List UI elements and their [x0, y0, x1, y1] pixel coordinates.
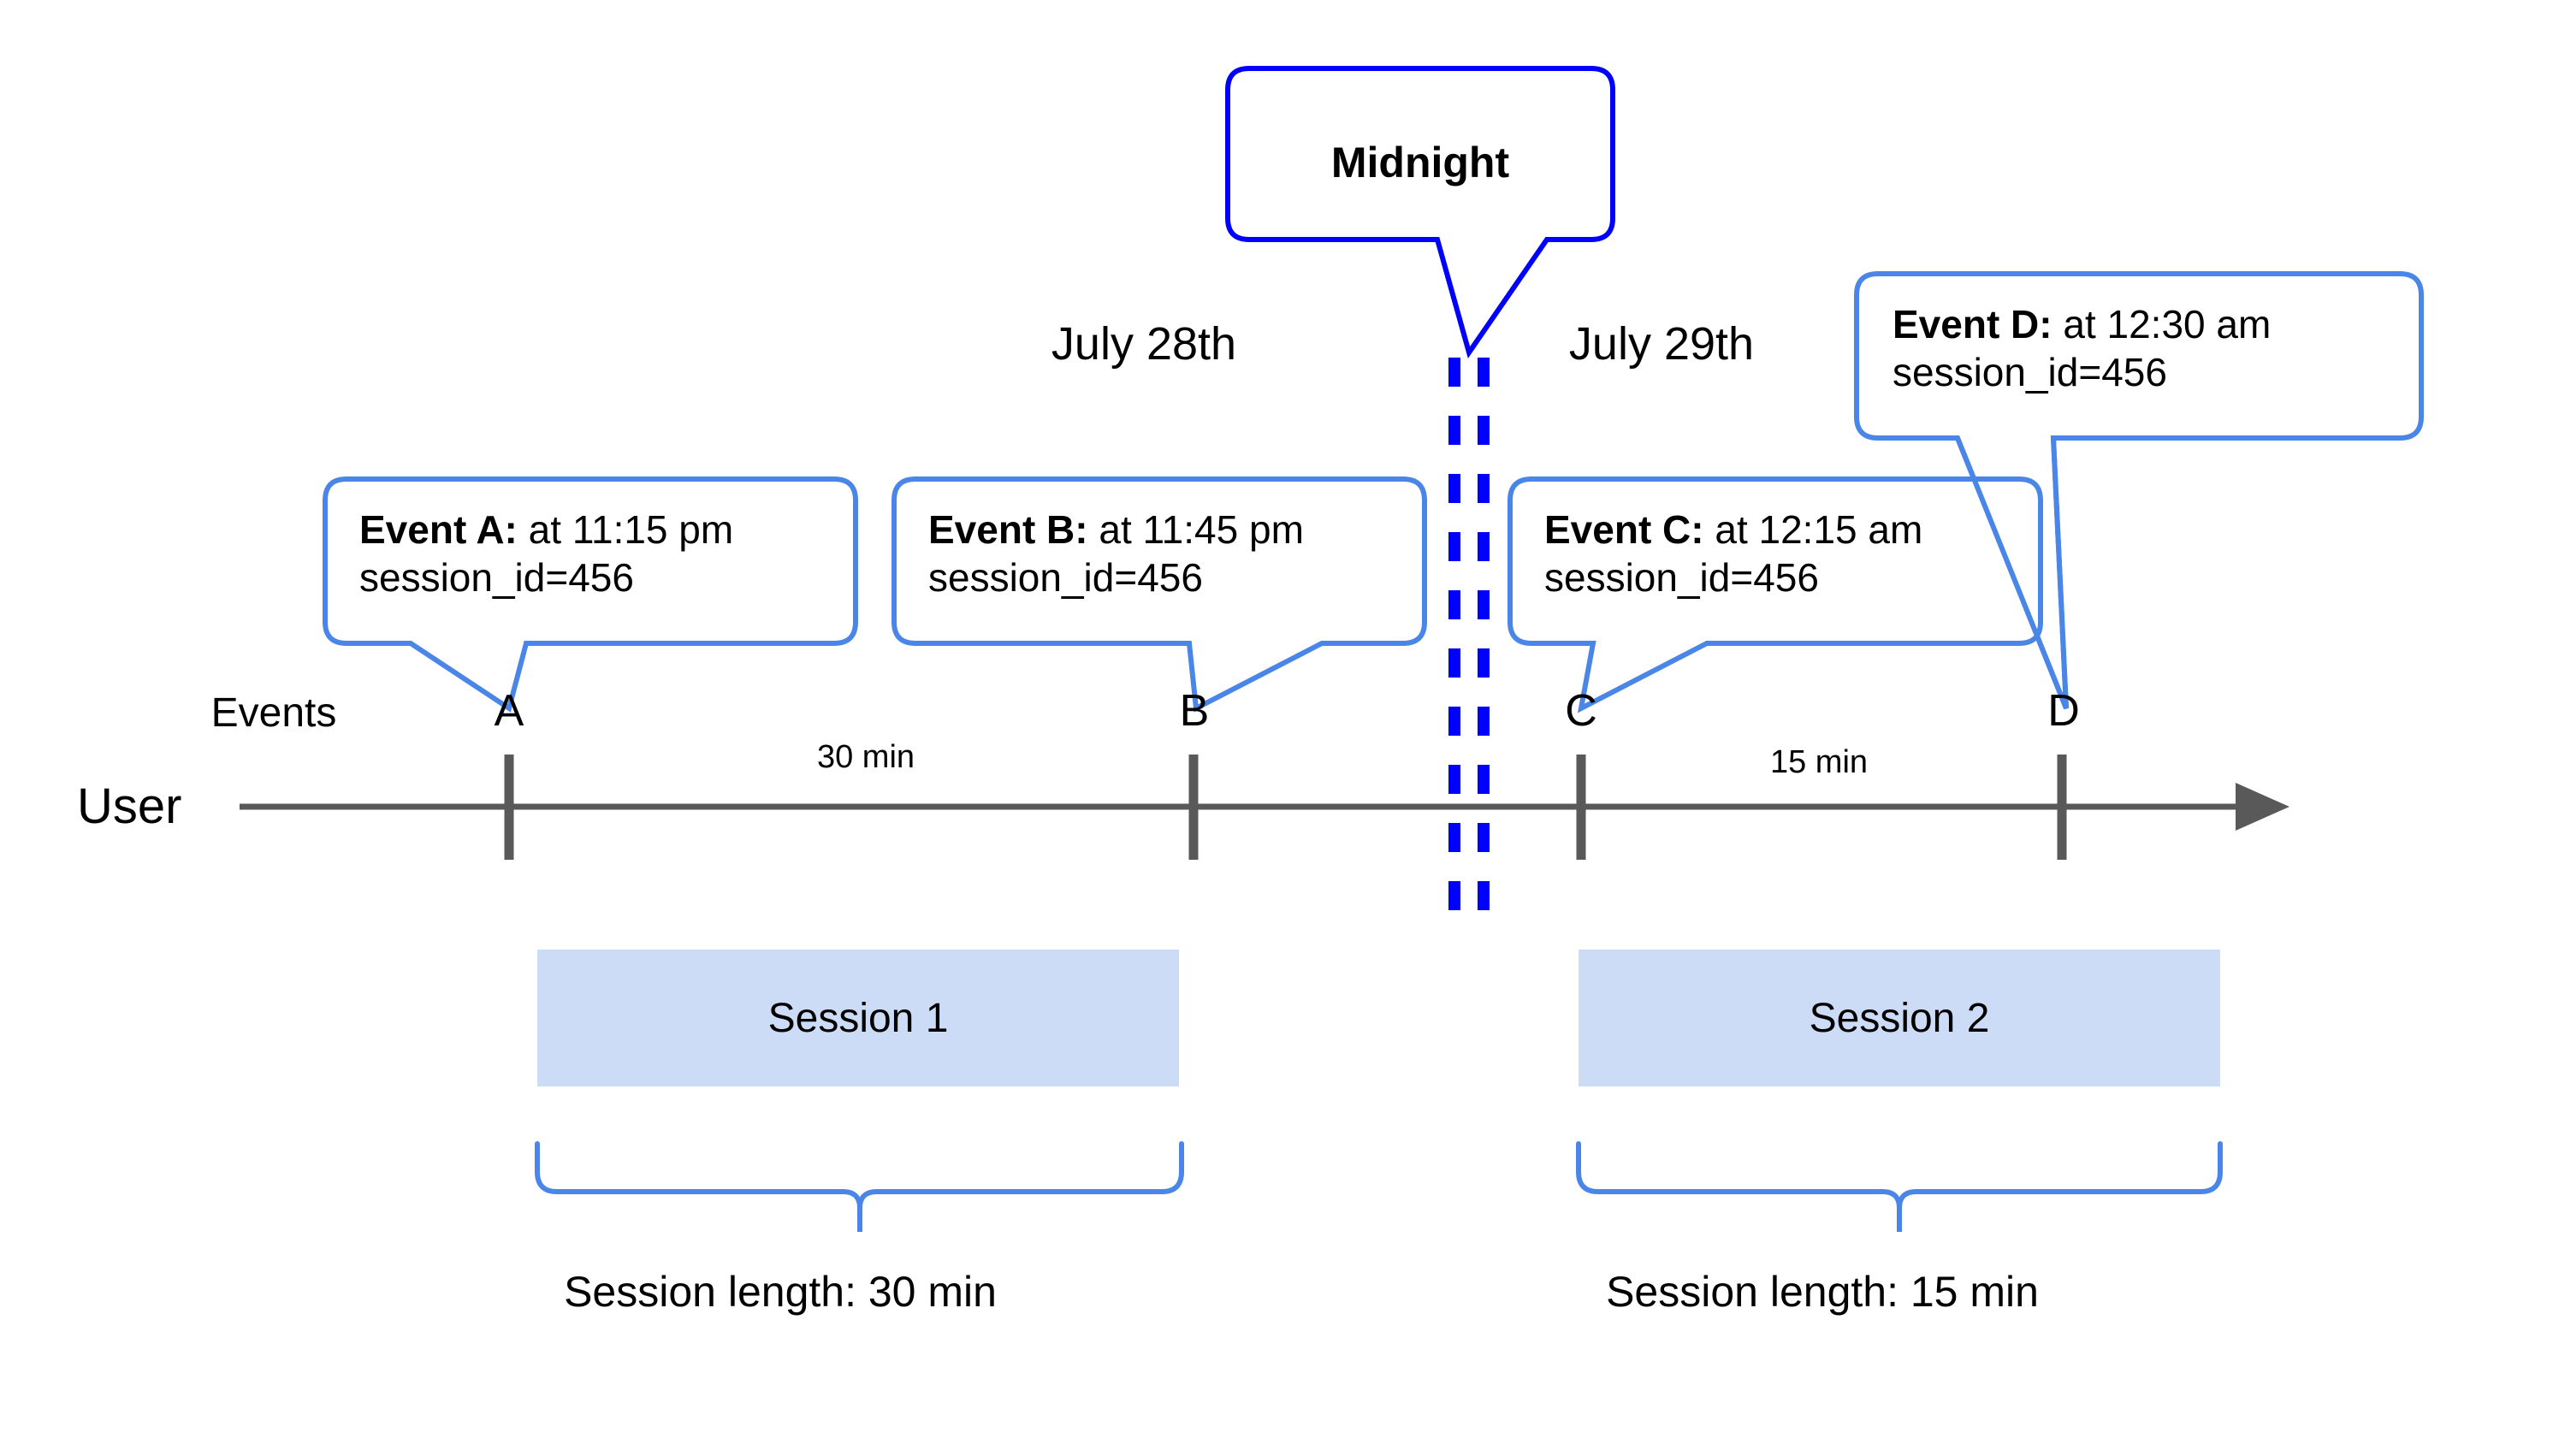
event-callout-tail-d — [1955, 436, 2069, 710]
event-callout-text-a: Event A: at 11:15 pm session_id=456 — [359, 506, 733, 601]
interval-label-15-min: 15 min — [1769, 744, 1869, 780]
midnight-callout-bubble — [1225, 66, 1615, 358]
event-letter-a: A — [494, 686, 524, 736]
event-session-id-c: session_id=456 — [1544, 555, 1819, 601]
event-letter-b: B — [1179, 686, 1210, 736]
event-title-a: Event A: — [359, 507, 518, 552]
date-label-july-29: July 29th — [1568, 318, 1755, 370]
session-box-label-2: Session 2 — [1809, 996, 1990, 1041]
session-box-2 — [1579, 950, 2220, 1086]
session-brace-2 — [1576, 1141, 2223, 1232]
event-time-a: at 11:15 pm — [517, 507, 734, 552]
event-title-b: Event B: — [928, 507, 1088, 552]
event-session-id-d: session_id=456 — [1893, 350, 2167, 395]
event-time-b: at 11:45 pm — [1087, 507, 1304, 552]
event-title-d: Event D: — [1893, 302, 2052, 346]
event-session-id-a: session_id=456 — [359, 555, 634, 601]
session-box-1 — [537, 950, 1179, 1086]
event-callout-bubble-c — [1508, 476, 2043, 713]
event-callout-bubble-b — [891, 476, 1427, 713]
event-time-d: at 12:30 am — [2052, 302, 2272, 346]
midnight-label: Midnight — [1330, 139, 1510, 186]
session-box-label-1: Session 1 — [767, 996, 949, 1041]
event-callout-text-c: Event C: at 12:15 am session_id=456 — [1544, 506, 1922, 601]
event-letter-d: D — [2047, 686, 2080, 736]
user-lane-label: User — [77, 778, 182, 834]
session-length-label-2: Session length: 15 min — [1606, 1268, 2039, 1316]
interval-label-30-min: 30 min — [816, 739, 915, 775]
event-time-c: at 12:15 am — [1703, 507, 1923, 552]
event-callout-bubble-a — [323, 476, 858, 713]
event-callout-text-b: Event B: at 11:45 pm session_id=456 — [928, 506, 1304, 601]
event-title-c: Event C: — [1544, 507, 1704, 552]
date-label-july-28: July 28th — [1051, 318, 1237, 370]
event-letter-c: C — [1565, 686, 1597, 736]
events-lane-label: Events — [210, 690, 337, 736]
session-brace-1 — [535, 1141, 1184, 1232]
session-length-label-1: Session length: 30 min — [564, 1268, 997, 1316]
event-callout-text-d: Event D: at 12:30 am session_id=456 — [1893, 300, 2271, 396]
event-session-id-b: session_id=456 — [928, 555, 1203, 601]
